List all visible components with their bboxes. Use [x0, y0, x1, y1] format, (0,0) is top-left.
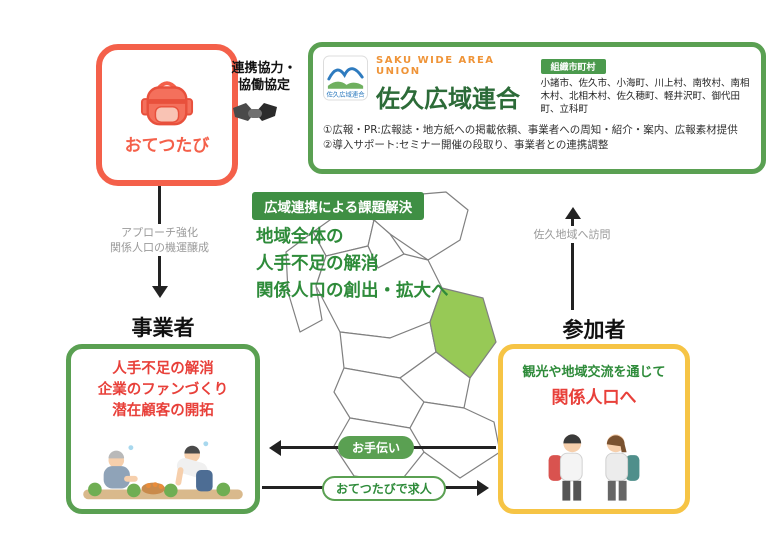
municipalities-badge: 組織市町村 [540, 59, 606, 74]
right-arrow-note: 佐久地域へ訪問 [512, 226, 632, 243]
saku-english-title: SAKU WIDE AREA UNION [376, 55, 495, 77]
partnership-line1: 連携協力・ [231, 61, 297, 76]
left-arrow-note-line2: 関係人口の機運醸成 [110, 241, 209, 254]
goal-line2: 人手不足の解消 [256, 254, 379, 274]
left-arrow-note: アプローチ強化 関係人口の機運醸成 [92, 224, 227, 256]
municipalities-list: 小諸市、佐久市、小海町、川上村、南牧村、南相木村、北相木村、佐久穂町、軽井沢町、… [540, 78, 750, 115]
otetsutabi-label: おてつたび [124, 136, 210, 156]
participant-box: 観光や地域交流を通じて 関係人口へ [498, 344, 690, 514]
left-arrow-note-line1: アプローチ強化 [121, 226, 198, 239]
participant-line1: 観光や地域交流を通じて [522, 365, 666, 380]
help-pill: お手伝い [338, 436, 415, 459]
goal-line1: 地域全体の [256, 227, 344, 247]
saku-union-box: 佐久広域連合 SAKU WIDE AREA UNION 佐久広域連合 組織市町村… [308, 42, 766, 174]
goal-line3: 関係人口の創出・拡大へ [256, 281, 449, 301]
travelers-illustration [548, 434, 640, 501]
recruit-pill: おてつたびで求人 [322, 476, 446, 501]
otetsutabi-box: おてつたび [96, 44, 238, 186]
saku-role-support: ②導入サポート:セミナー開催の段取り、事業者との連携調整 [323, 139, 609, 151]
municipalities-block: 組織市町村 小諸市、佐久市、小海町、川上村、南牧村、南相木村、北相木村、佐久穂町… [540, 55, 751, 116]
partnership-line2: 協働協定 [237, 78, 290, 93]
map-area-kawakami [409, 401, 501, 479]
business-benefit-3: 潜在顧客の開拓 [112, 403, 214, 419]
saku-title: 佐久広域連合 [376, 85, 521, 113]
saku-roles: ①広報・PR:広報誌・地方紙への掲載依頼、事業者への周知・紹介・案内、広報素材提… [323, 123, 751, 153]
saku-union-header: 佐久広域連合 SAKU WIDE AREA UNION 佐久広域連合 組織市町村… [323, 55, 751, 116]
backpack-icon [140, 81, 194, 126]
saku-logo-caption: 佐久広域連合 [326, 90, 365, 99]
saku-union-titles: SAKU WIDE AREA UNION 佐久広域連合 [376, 55, 541, 114]
saku-region-map [285, 191, 501, 483]
business-title: 事業者 [131, 316, 195, 340]
goal-statement: 地域全体の 人手不足の解消 関係人口の創出・拡大へ [256, 224, 449, 305]
farming-illustration [83, 441, 243, 500]
business-box: 人手不足の解消 企業のファンづくり 潜在顧客の開拓 [66, 344, 260, 514]
handshake-icon [233, 103, 277, 121]
participant-title: 参加者 [562, 318, 626, 342]
business-benefit-1: 人手不足の解消 [112, 361, 214, 377]
partnership-label: 連携協力・ 協働協定 [222, 60, 306, 94]
participant-line2: 関係人口へ [551, 388, 637, 408]
business-benefit-2: 企業のファンづくり [97, 382, 229, 398]
regional-cooperation-badge: 広域連携による課題解決 [252, 192, 425, 220]
saku-union-logo: 佐久広域連合 [323, 55, 369, 101]
map-area-tateshina [285, 231, 327, 333]
saku-role-pr: ①広報・PR:広報誌・地方紙への掲載依頼、事業者への周知・紹介・案内、広報素材提… [323, 124, 738, 136]
arrow-participants-to-saku [571, 210, 574, 310]
